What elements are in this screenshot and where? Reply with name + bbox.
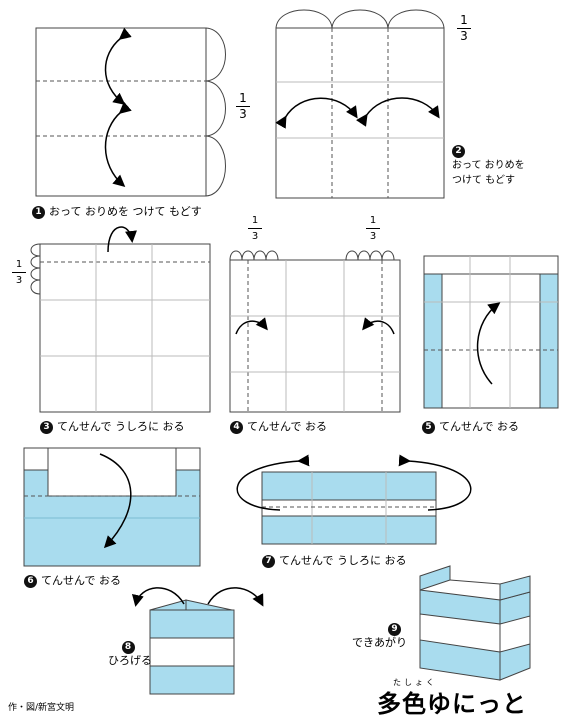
fraction-num: 1: [15, 259, 23, 270]
page-title: 多色ゆにっと: [377, 690, 527, 718]
step7-number: 7: [262, 554, 275, 568]
step2-text-line1: おって おりめを: [452, 160, 525, 171]
fraction-den: 3: [239, 107, 247, 121]
step6-number: 6: [24, 574, 37, 588]
step5-label: 5 てんせんで おる: [422, 420, 519, 434]
title-ruby: たしょく: [393, 678, 437, 687]
step6-text: てんせんで おる: [41, 574, 121, 587]
step4-text: てんせんで おる: [247, 420, 327, 433]
step1-label: 1 おって おりめを つけて もどす: [32, 205, 202, 219]
step4-number: 4: [230, 420, 243, 434]
step3-number: 3: [40, 420, 53, 434]
step9-number: 9: [388, 622, 401, 636]
step3-label: 3 てんせんで うしろに おる: [40, 420, 184, 434]
step4-figure: [229, 250, 401, 413]
fraction-num: 1: [239, 91, 247, 105]
step5-text: てんせんで おる: [439, 420, 519, 433]
step5-number: 5: [422, 420, 435, 434]
step9-figure: [419, 565, 531, 681]
fraction-den: 3: [369, 231, 377, 242]
step2-text-line2: つけて もどす: [452, 175, 515, 186]
step8-number: 8: [121, 640, 135, 654]
step1-number: 1: [32, 205, 45, 219]
step2-number: 2: [452, 144, 465, 158]
step2-label: 2 おって おりめを つけて もどす: [452, 144, 525, 188]
step2-figure: [275, 9, 445, 199]
step7-figure: [236, 454, 472, 545]
fraction-den: 3: [460, 29, 468, 43]
step8-figure: [131, 587, 264, 695]
step3-figure: [30, 226, 211, 413]
step6-label: 6 てんせんで おる: [24, 574, 121, 588]
step1-figure: [35, 27, 226, 197]
step5-figure: [423, 255, 559, 409]
step6-figure: [23, 447, 201, 567]
step9-text: できあがり: [352, 636, 407, 649]
step8-text: ひろげる: [108, 654, 152, 667]
step3-text: てんせんで うしろに おる: [57, 420, 185, 433]
fraction-den: 3: [15, 275, 23, 286]
step4-label: 4 てんせんで おる: [230, 420, 327, 434]
fraction-num: 1: [251, 215, 259, 226]
step7-label: 7 てんせんで うしろに おる: [262, 554, 406, 568]
fraction-num: 1: [460, 13, 468, 27]
fraction-num: 1: [369, 215, 377, 226]
step7-text: てんせんで うしろに おる: [279, 554, 407, 567]
step1-text: おって おりめを つけて もどす: [49, 205, 202, 218]
fraction-den: 3: [251, 231, 259, 242]
credit: 作・図/新宮文明: [8, 703, 75, 713]
